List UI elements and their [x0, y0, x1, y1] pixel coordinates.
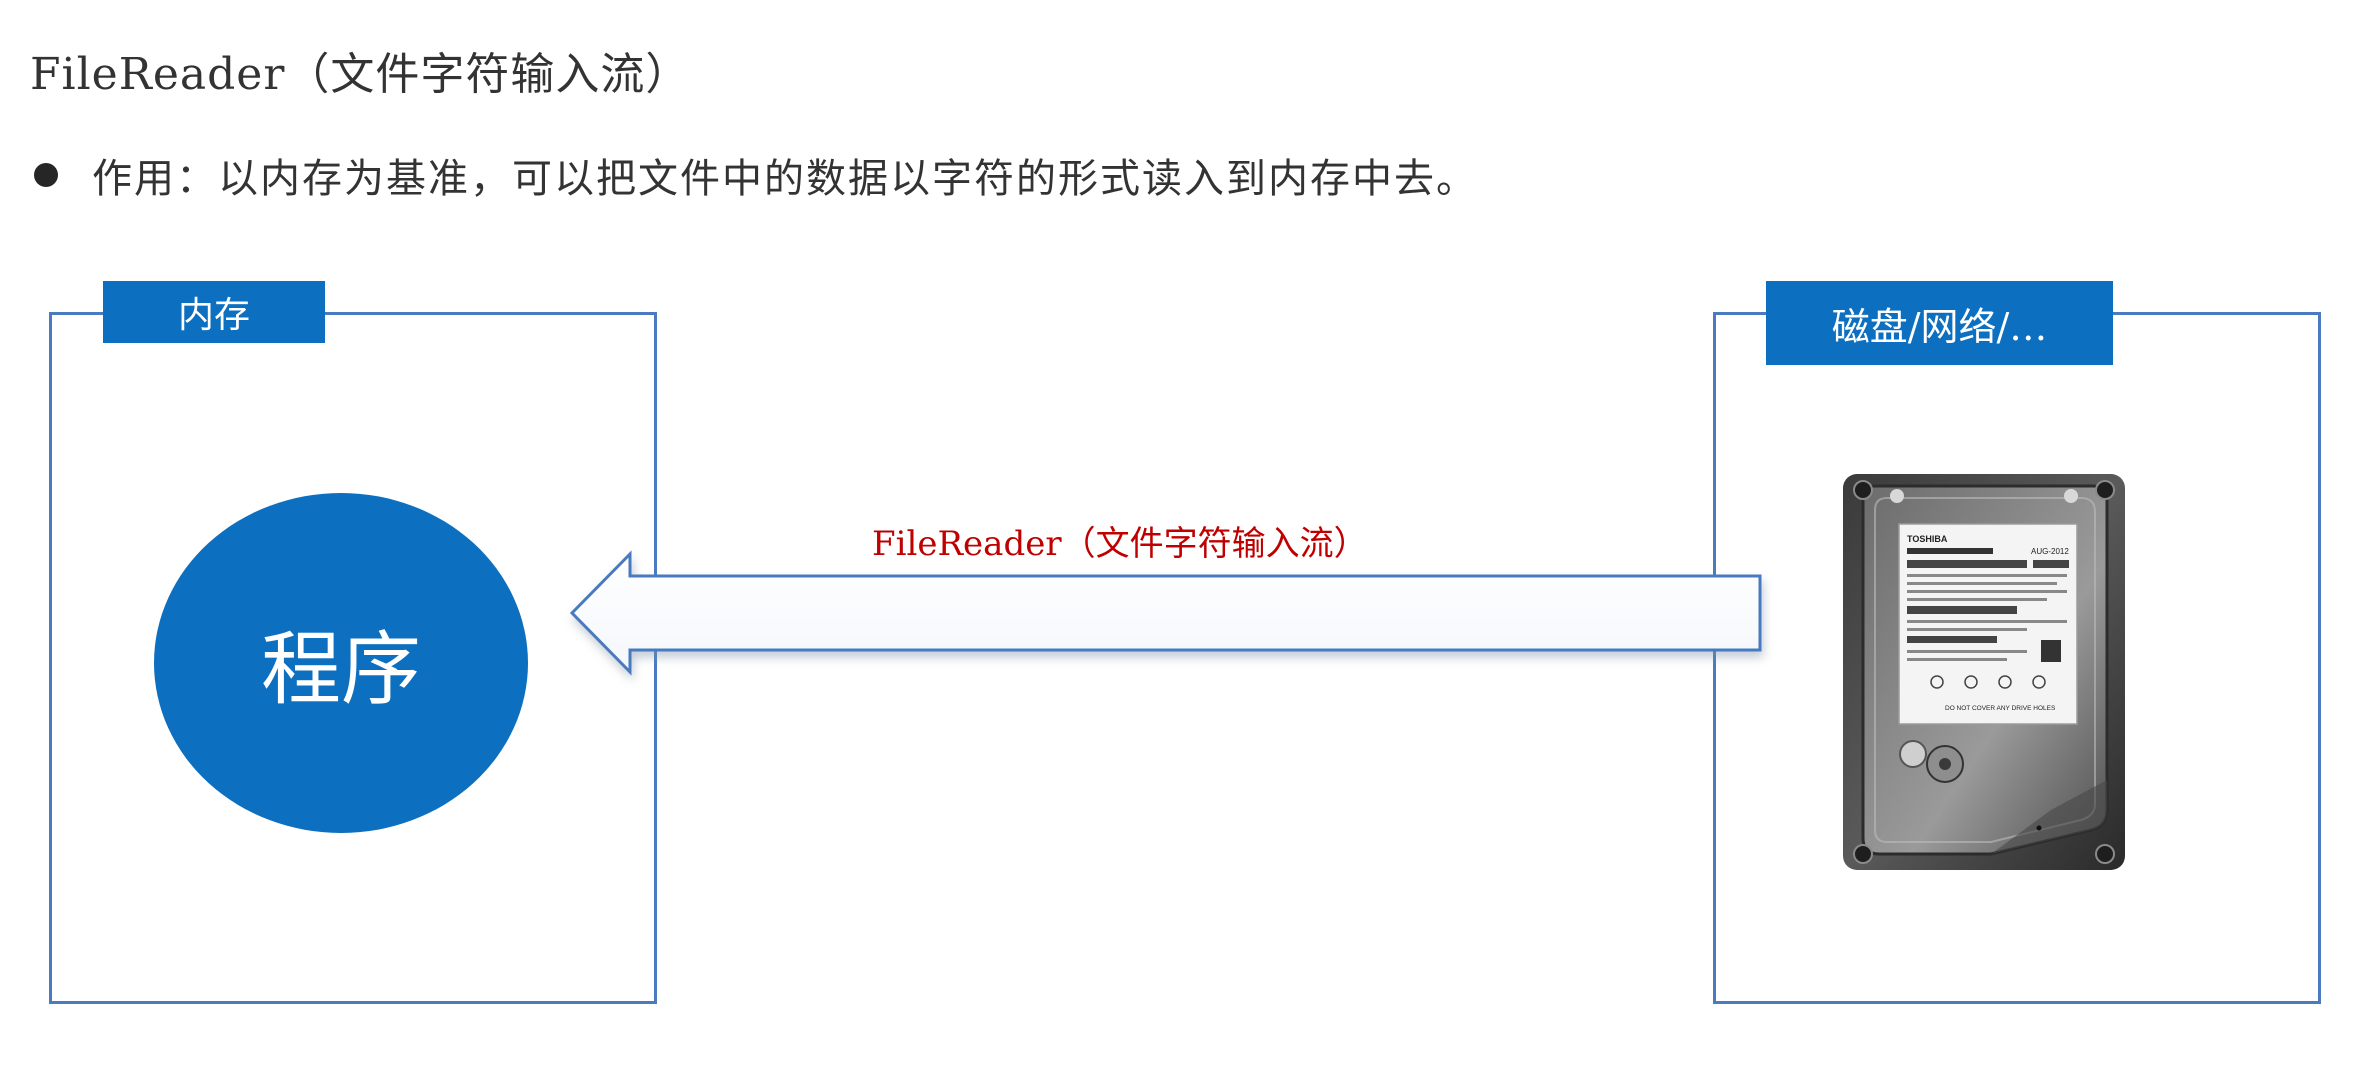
hdd-notice: DO NOT COVER ANY DRIVE HOLES	[1945, 705, 2056, 712]
page-title: FileReader（文件字符输入流）	[30, 49, 691, 100]
storage-label: 磁盘/网络/…	[1766, 281, 2113, 365]
bullet-dot-icon	[34, 163, 58, 187]
input-stream-arrow	[569, 550, 1762, 676]
hard-disk-icon: TOSHIBA AUG-2012 DO NOT COVER ANY DRIVE …	[1843, 474, 2125, 870]
memory-label: 内存	[103, 281, 325, 343]
description-bullet: 作用：以内存为基准，可以把文件中的数据以字符的形式读入到内存中去。	[34, 146, 1478, 204]
arrow-shape	[569, 550, 1762, 676]
hdd-date: AUG-2012	[2031, 547, 2069, 556]
program-label: 程序	[261, 623, 421, 716]
hdd-brand: TOSHIBA	[1907, 534, 1948, 544]
program-circle: 程序	[154, 493, 528, 833]
description-text: 作用：以内存为基准，可以把文件中的数据以字符的形式读入到内存中去。	[92, 156, 1478, 202]
arrow-label: FileReader（文件字符输入流）	[872, 524, 1368, 564]
